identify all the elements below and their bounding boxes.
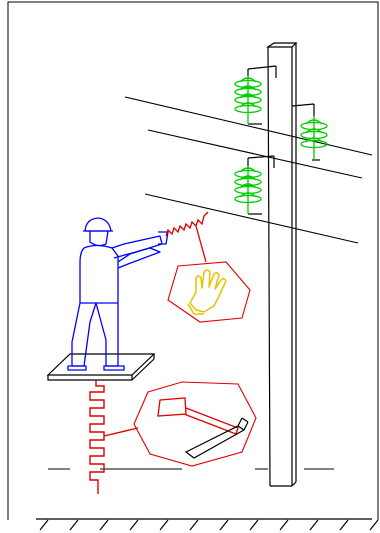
- power-lines: [124, 96, 373, 244]
- ground-coil: [89, 380, 139, 494]
- insulators: [234, 76, 328, 214]
- clamp-callout: [133, 381, 257, 467]
- clamp-icon: [157, 397, 239, 435]
- worker: [67, 217, 169, 371]
- power-line-middle: [147, 129, 363, 179]
- glove-callout: [167, 261, 251, 323]
- power-line-bottom: [144, 193, 359, 244]
- clamp-bar: [184, 417, 249, 459]
- ground-hatch: [36, 518, 379, 531]
- utility-pole: [266, 42, 298, 487]
- frame: [7, 1, 379, 520]
- insulator-right: [300, 116, 328, 160]
- safety-helmet: [84, 217, 112, 232]
- insulating-platform: [46, 353, 156, 381]
- insulator-brackets: [247, 65, 320, 215]
- power-line-top: [124, 96, 373, 156]
- insulator-lower-left: [234, 166, 262, 214]
- insulator-upper-left: [234, 76, 262, 124]
- hand-wire-coil: [165, 211, 209, 263]
- glove-icon: [187, 269, 227, 315]
